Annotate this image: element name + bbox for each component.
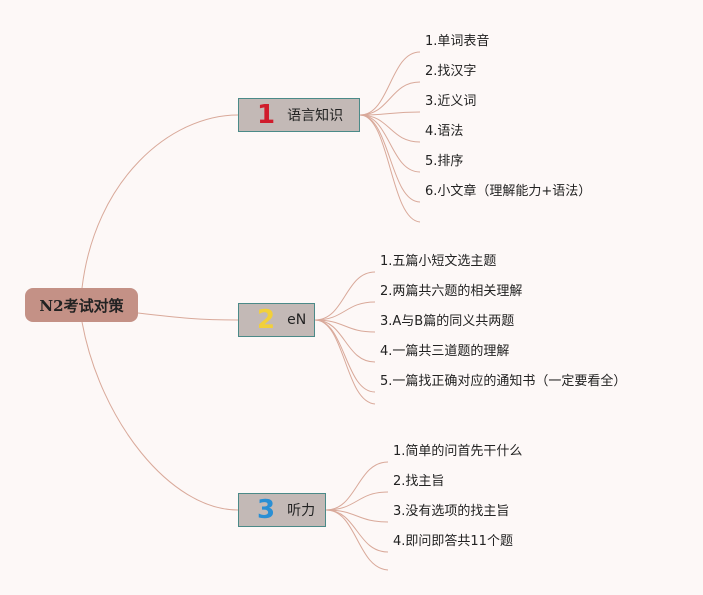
branch-number: 3 [257, 495, 276, 525]
connector-line [314, 319, 376, 405]
leaf-item[interactable]: 4.语法 [425, 124, 464, 139]
leaf-item[interactable]: 5.一篇找正确对应的通知书（一定要看全） [380, 374, 627, 389]
root-node[interactable]: N2考试对策 [25, 288, 138, 322]
connector-line [314, 271, 376, 321]
branch-label: 语言知识 [287, 108, 344, 124]
connector-line [314, 319, 376, 363]
leaf-item[interactable]: 1.五篇小短文选主题 [380, 254, 497, 269]
leaf-item[interactable]: 5.排序 [425, 154, 464, 169]
connector-line [81, 114, 239, 289]
leaf-item[interactable]: 3.没有选项的找主旨 [393, 504, 510, 519]
branch-number: 1 [257, 100, 276, 130]
leaf-item[interactable]: 1.单词表音 [425, 34, 490, 49]
connector-line [325, 509, 389, 523]
connector-line [359, 81, 421, 116]
branch-label: 听力 [287, 503, 316, 519]
branch-listening[interactable]: 3 听力 [238, 493, 326, 527]
leaf-item[interactable]: 2.找汉字 [425, 64, 477, 79]
leaf-item[interactable]: 3.A与B篇的同义共两题 [380, 314, 515, 329]
leaf-item[interactable]: 4.即问即答共11个题 [393, 534, 513, 549]
branch-reading[interactable]: 2 eN [238, 303, 315, 337]
leaf-item[interactable]: 1.简单的问首先干什么 [393, 444, 523, 459]
connector-line [359, 111, 421, 116]
connector-line [325, 509, 389, 571]
connector-line [314, 319, 376, 333]
leaf-item[interactable]: 6.小文章（理解能力+语法） [425, 184, 592, 199]
connector-line [314, 319, 376, 393]
connector-line [314, 301, 376, 321]
connector-line [359, 114, 421, 143]
connector-line [325, 491, 389, 511]
connector-line [359, 114, 421, 173]
connector-line [81, 321, 239, 511]
connector-line [137, 312, 239, 321]
leaf-item[interactable]: 2.两篇共六题的相关理解 [380, 284, 523, 299]
connector-line [325, 461, 389, 511]
leaf-item[interactable]: 2.找主旨 [393, 474, 445, 489]
branch-number: 2 [257, 305, 276, 335]
connector-line [359, 114, 421, 223]
connector-line [359, 51, 421, 116]
branch-label: eN [287, 312, 307, 328]
branch-language-knowledge[interactable]: 1 语言知识 [238, 98, 360, 132]
leaf-item[interactable]: 4.一篇共三道题的理解 [380, 344, 510, 359]
leaf-item[interactable]: 3.近义词 [425, 94, 477, 109]
root-label: N2考试对策 [39, 296, 124, 315]
